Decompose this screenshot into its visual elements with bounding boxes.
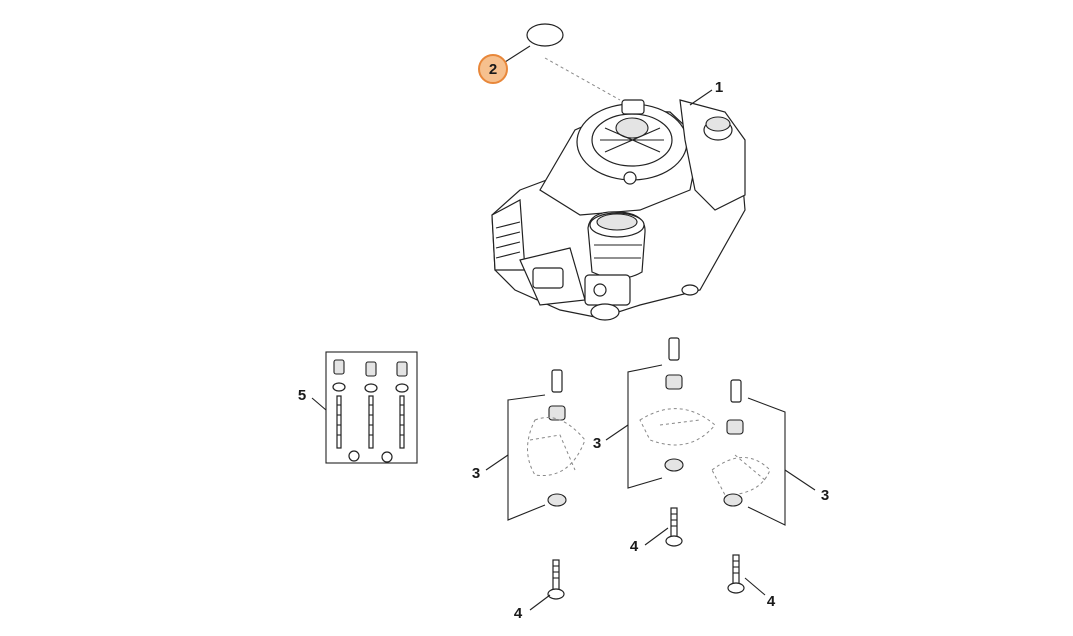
callout-highlight-circle[interactable]: [478, 54, 508, 84]
leader-line-4b: [644, 527, 669, 546]
part-screw-right[interactable]: [727, 554, 745, 594]
leader-line-2: [504, 45, 531, 63]
callout-label-4c[interactable]: 4: [767, 593, 776, 610]
leader-line-3b: [605, 424, 629, 441]
part-blade-adapter-right[interactable]: [711, 379, 786, 526]
callout-label-4b[interactable]: 4: [630, 538, 639, 555]
callout-label-5[interactable]: 5: [298, 387, 306, 404]
leader-line-3a: [485, 454, 509, 471]
part-blade-adapter-left[interactable]: [507, 369, 586, 521]
part-bolt-kit[interactable]: [325, 351, 418, 464]
leader-line-1: [689, 89, 713, 106]
leader-line-3c: [784, 469, 816, 491]
callout-label-4a[interactable]: 4: [514, 605, 523, 622]
part-blade-adapter-center[interactable]: [627, 337, 716, 489]
part-cap[interactable]: [526, 23, 621, 101]
part-screw-center[interactable]: [665, 507, 683, 547]
leader-line-4c: [744, 577, 766, 596]
part-engine[interactable]: [491, 99, 746, 321]
callout-label-3c[interactable]: 3: [821, 487, 829, 504]
leader-line-4a: [529, 594, 551, 611]
callout-label-3a[interactable]: 3: [472, 465, 480, 482]
callout-label-2[interactable]: 2: [489, 61, 497, 78]
part-screw-left[interactable]: [547, 559, 565, 600]
callout-label-1[interactable]: 1: [715, 79, 723, 96]
callout-label-3b[interactable]: 3: [593, 435, 601, 452]
leader-line-5: [311, 397, 327, 411]
